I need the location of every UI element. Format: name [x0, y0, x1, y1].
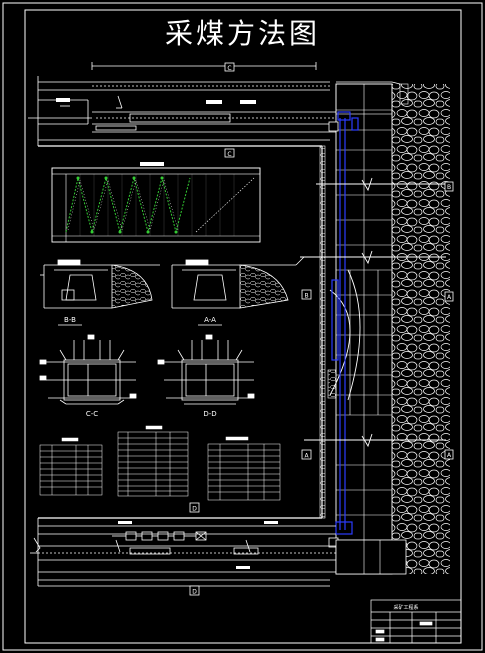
table-left — [39, 437, 103, 496]
top-roadway — [28, 62, 340, 147]
section-label-a-a: A-A — [204, 316, 216, 324]
pillar-block — [327, 369, 337, 399]
marker-d-bottom-box — [189, 585, 200, 596]
bottom-tag-1 — [118, 521, 132, 524]
bottom-tag-3 — [236, 566, 250, 569]
label-tag-1 — [206, 100, 222, 104]
marker-c-right-box — [328, 121, 339, 132]
marker-d-mid: D — [192, 506, 197, 513]
marker-b-right: B — [447, 184, 451, 191]
top-right-box — [399, 83, 409, 105]
marker-c-mid-box — [224, 148, 235, 158]
marker-b-right-box — [444, 181, 454, 192]
marker-a-left: A — [304, 453, 309, 460]
bottom-roadway — [30, 518, 336, 587]
section-b-b — [40, 259, 160, 309]
bottom-tag-2 — [264, 521, 278, 524]
section-c-c — [39, 334, 137, 405]
face-curve — [347, 269, 361, 401]
cycle-operation-chart — [51, 162, 261, 243]
marker-a-right: A — [447, 294, 452, 301]
top-face-block — [335, 83, 393, 115]
section-d-d — [157, 334, 255, 405]
marker-d-mid-box — [189, 502, 200, 513]
title-block — [370, 599, 462, 644]
drawing-title: 采煤方法图 — [164, 17, 320, 50]
inner-border — [24, 9, 462, 644]
title-block-name: 采矿工程系 — [393, 604, 418, 611]
marker-a-right2-box — [444, 449, 454, 460]
marker-d-bottom: D — [192, 589, 197, 596]
marker-b-box — [301, 289, 312, 300]
rock-mass — [392, 84, 450, 574]
top-face-edge — [336, 81, 401, 85]
label-tag-2 — [240, 100, 256, 104]
bottom-face-block — [335, 539, 407, 575]
label-tag-3 — [56, 98, 70, 102]
section-a-a — [171, 256, 305, 309]
face-conveyor — [331, 111, 359, 535]
table-middle — [117, 425, 189, 497]
section-label-b-b: B-B — [64, 316, 76, 324]
marker-c-top: C — [227, 65, 231, 72]
table-right — [207, 436, 281, 501]
marker-c-top-box — [224, 62, 235, 72]
section-label-d-d: D-D — [203, 410, 216, 418]
section-cut-lines — [300, 177, 446, 448]
marker-a-box — [301, 449, 312, 460]
marker-a-right2: A — [447, 452, 452, 459]
marker-b-left: B — [304, 293, 308, 300]
marker-c-mid: C — [227, 151, 231, 158]
section-label-c-c: C-C — [86, 410, 98, 418]
marker-a-right-box — [444, 291, 454, 302]
coal-pillar-strip — [319, 145, 326, 519]
